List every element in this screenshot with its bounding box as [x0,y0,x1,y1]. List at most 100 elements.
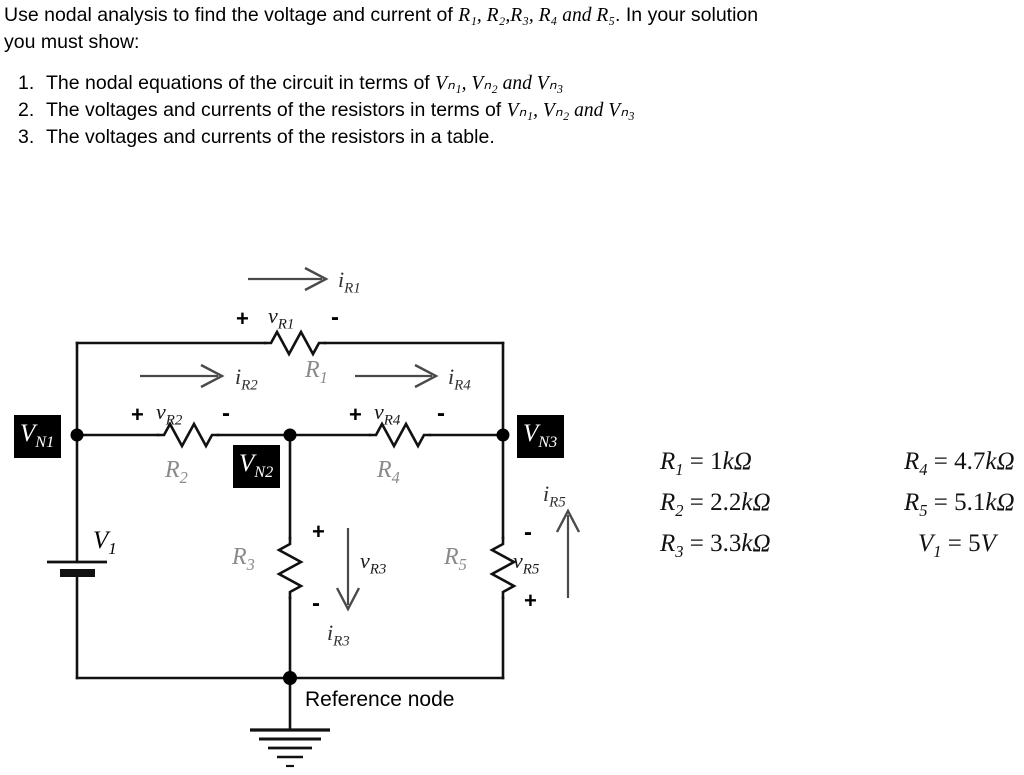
label-vr4-sub: R4 [383,412,401,429]
label-r3: R3 [232,545,255,573]
value-r4-sym: R [904,448,920,475]
resistor-r2-symbol [156,421,220,449]
node-dot-n1 [70,428,84,442]
value-r4-sub: 4 [919,460,928,479]
label-r2-sub: 2 [179,467,188,487]
value-r2-sym: R [660,489,676,516]
polarity-minus-vr3: - [312,590,320,617]
label-r5-sub: 5 [458,554,467,574]
label-ir5-sub: R5 [549,494,566,511]
label-r2: R2 [165,458,188,486]
resistor-r5-symbol [489,536,517,600]
value-v1-sym: V [918,530,934,557]
value-r5-num: 5.1 [954,489,986,516]
requirement-number: 1. [18,72,35,94]
value-v1-sub: 1 [933,542,942,561]
value-r2-eq: = [683,489,711,516]
value-r4-num: 4.7 [954,448,986,475]
voltage-source-v1-symbol [47,560,107,577]
requirement-vars: Vₙ₁, Vₙ₂ and Vₙ₃ [435,73,564,94]
arrow-ir3-head [335,587,361,612]
node-badge-vn3: VN3 [517,415,565,459]
prompt-text-a: Use nodal analysis to find the voltage a… [4,4,459,26]
polarity-plus-vr2: + [131,402,144,427]
value-r3-num: 3.3 [710,530,742,557]
component-values-list: R1 = 1kΩ R4 = 4.7kΩ R2 = 2.2kΩ R5 = 5.1k… [660,448,1015,562]
node-dot-n2 [283,428,297,442]
node-dot-n3 [496,428,510,442]
polarity-minus-vr4: - [437,400,445,427]
label-r1: R1 [305,358,328,386]
requirement-number: 2. [18,99,35,121]
label-ir2-sub: R2 [241,377,258,394]
prompt-resistor-vars: R₁, R₂,R₃, R₄ and R₅ [458,5,616,26]
value-v1-num: 5 [968,530,981,557]
label-vr3-name: v [360,548,370,573]
value-r1-sub: 1 [675,460,684,479]
value-r4: R4 = 4.7kΩ [890,448,1015,480]
value-r2-unit: kΩ [741,489,771,516]
label-r4-sub: 4 [391,467,400,487]
label-vr2: vR2 [156,401,182,428]
value-r1-sym: R [660,448,676,475]
circuit-schematic-svg [47,266,581,768]
label-ir5-name: i [543,481,550,506]
label-ir2-name: i [235,364,242,389]
label-ir2: iR2 [235,366,258,393]
prompt-text-b: . In your solution [615,4,759,26]
label-ir4-name: i [448,364,455,389]
label-vr3-sub: R3 [369,561,387,578]
label-vr4-name: v [374,399,384,424]
problem-statement: Use nodal analysis to find the voltage a… [4,2,1014,151]
label-ir1-sub: R1 [344,280,361,297]
label-vr1: vR1 [268,305,294,332]
value-r5-sub: 5 [919,501,928,520]
value-r4-eq: = [927,448,955,475]
node-badge-vn3-text: V [523,420,539,447]
label-ir1-name: i [338,267,345,292]
value-r2-sub: 2 [675,501,684,520]
label-vr4: vR4 [374,401,400,428]
value-r3-unit: kΩ [741,530,771,557]
label-v1-sub: 1 [108,539,117,558]
value-r3-eq: = [683,530,711,557]
requirement-text: The nodal equations of the circuit in te… [46,72,436,94]
polarity-plus-vr1: + [236,306,249,331]
value-v1: V1 = 5V [890,530,1015,562]
node-dot-reference [283,671,297,685]
label-r1-name: R [305,357,320,383]
value-r3-sub: 3 [675,542,684,561]
label-ir3-name: i [327,620,334,645]
label-vr1-name: v [268,303,278,328]
polarity-minus-vr1: - [331,304,339,331]
resistor-r3-symbol [276,536,304,600]
node-badge-vn1: VN1 [14,415,62,459]
polarity-plus-vr3: + [312,519,325,544]
polarity-plus-vr5: + [524,588,537,613]
label-ir5: iR5 [543,483,566,510]
label-vr1-sub: R1 [277,316,295,333]
resistor-r1-symbol [263,329,327,357]
value-r2: R2 = 2.2kΩ [660,489,890,521]
label-vr5-name: v [513,548,523,573]
label-ir4: iR4 [448,366,471,393]
value-r5-unit: kΩ [985,489,1015,516]
label-vr5-sub: R5 [522,561,540,578]
value-v1-eq: = [941,530,969,557]
resistor-r4-symbol [368,421,432,449]
current-arrows [140,266,581,612]
node-badge-vn2-sub: N2 [254,463,274,481]
requirement-item-1: 1. The nodal equations of the circuit in … [4,70,1014,97]
value-v1-unit: V [980,530,996,557]
label-vr5: vR5 [513,550,539,577]
label-ir4-sub: R4 [454,377,471,394]
prompt-line-2: you must show: [4,31,140,53]
reference-node-label: Reference node [305,688,455,711]
label-v1-name: V [93,527,109,554]
value-r1-eq: = [683,448,711,475]
label-v1-source: V1 [93,528,117,557]
label-r3-sub: 3 [246,554,255,574]
label-vr2-name: v [156,399,166,424]
label-r2-name: R [165,457,180,483]
label-r3-name: R [232,544,247,570]
